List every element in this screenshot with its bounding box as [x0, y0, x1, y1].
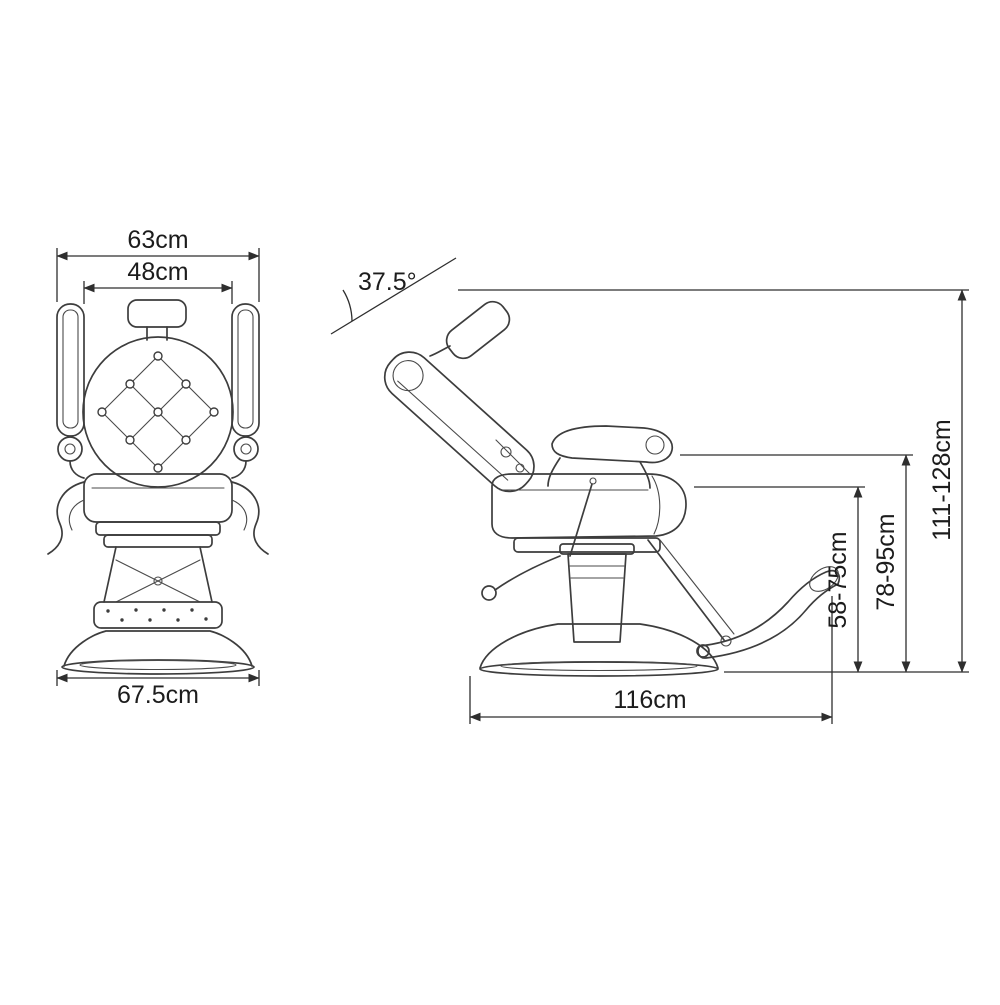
- dim-front-outer-width: 63cm: [56, 226, 260, 302]
- total-length-label: 116cm: [613, 686, 686, 714]
- front-left-armrest: [56, 303, 85, 479]
- front-undercarriage: [103, 534, 213, 603]
- front-base: [61, 630, 255, 675]
- dim-front-base-width: 67.5cm: [56, 670, 260, 709]
- side-headrest: [445, 300, 511, 360]
- front-left-lever-detail: [68, 499, 85, 531]
- side-footrest: [647, 539, 841, 659]
- side-headrest-bracket: [429, 345, 451, 357]
- dim-recline-angle: 37.5°: [330, 257, 457, 335]
- dim-total-height: 111-128cm: [458, 289, 969, 673]
- dim-arm-height: 78-95cm: [680, 454, 913, 673]
- front-right-armrest: [231, 303, 260, 479]
- side-recline-lever: [569, 483, 593, 557]
- dim-seat-height: 58-75cm: [694, 486, 865, 673]
- front-inner-width-label: 48cm: [127, 258, 188, 286]
- arm-height-label: 78-95cm: [872, 513, 900, 610]
- side-pump-handle: [494, 555, 561, 591]
- front-left-lever: [47, 481, 85, 555]
- front-base-width-label: 67.5cm: [117, 681, 199, 709]
- total-height-label: 111-128cm: [928, 419, 956, 540]
- front-right-lever: [231, 481, 269, 555]
- front-outer-width-label: 63cm: [127, 226, 188, 254]
- seat-height-label: 58-75cm: [824, 531, 852, 628]
- side-hydraulic-cylinder: [559, 543, 635, 643]
- dim-front-inner-width: 48cm: [83, 258, 233, 304]
- front-right-lever-detail: [231, 499, 248, 531]
- side-seat: [491, 473, 687, 553]
- front-seat: [83, 473, 233, 536]
- front-view-drawing: [47, 299, 269, 675]
- side-pump-handle-knob: [481, 585, 497, 601]
- side-recline-lever-knob: [589, 477, 597, 485]
- side-recline-hardware: [495, 439, 531, 475]
- front-backrest-tufted: [82, 336, 234, 488]
- front-footrest-band: [93, 601, 223, 629]
- side-backrest: [383, 351, 535, 493]
- side-base: [479, 623, 719, 677]
- front-headrest: [127, 299, 187, 328]
- dim-total-length: 116cm: [469, 596, 833, 724]
- recline-angle-label: 37.5°: [358, 268, 417, 296]
- side-view-drawing: [383, 300, 841, 677]
